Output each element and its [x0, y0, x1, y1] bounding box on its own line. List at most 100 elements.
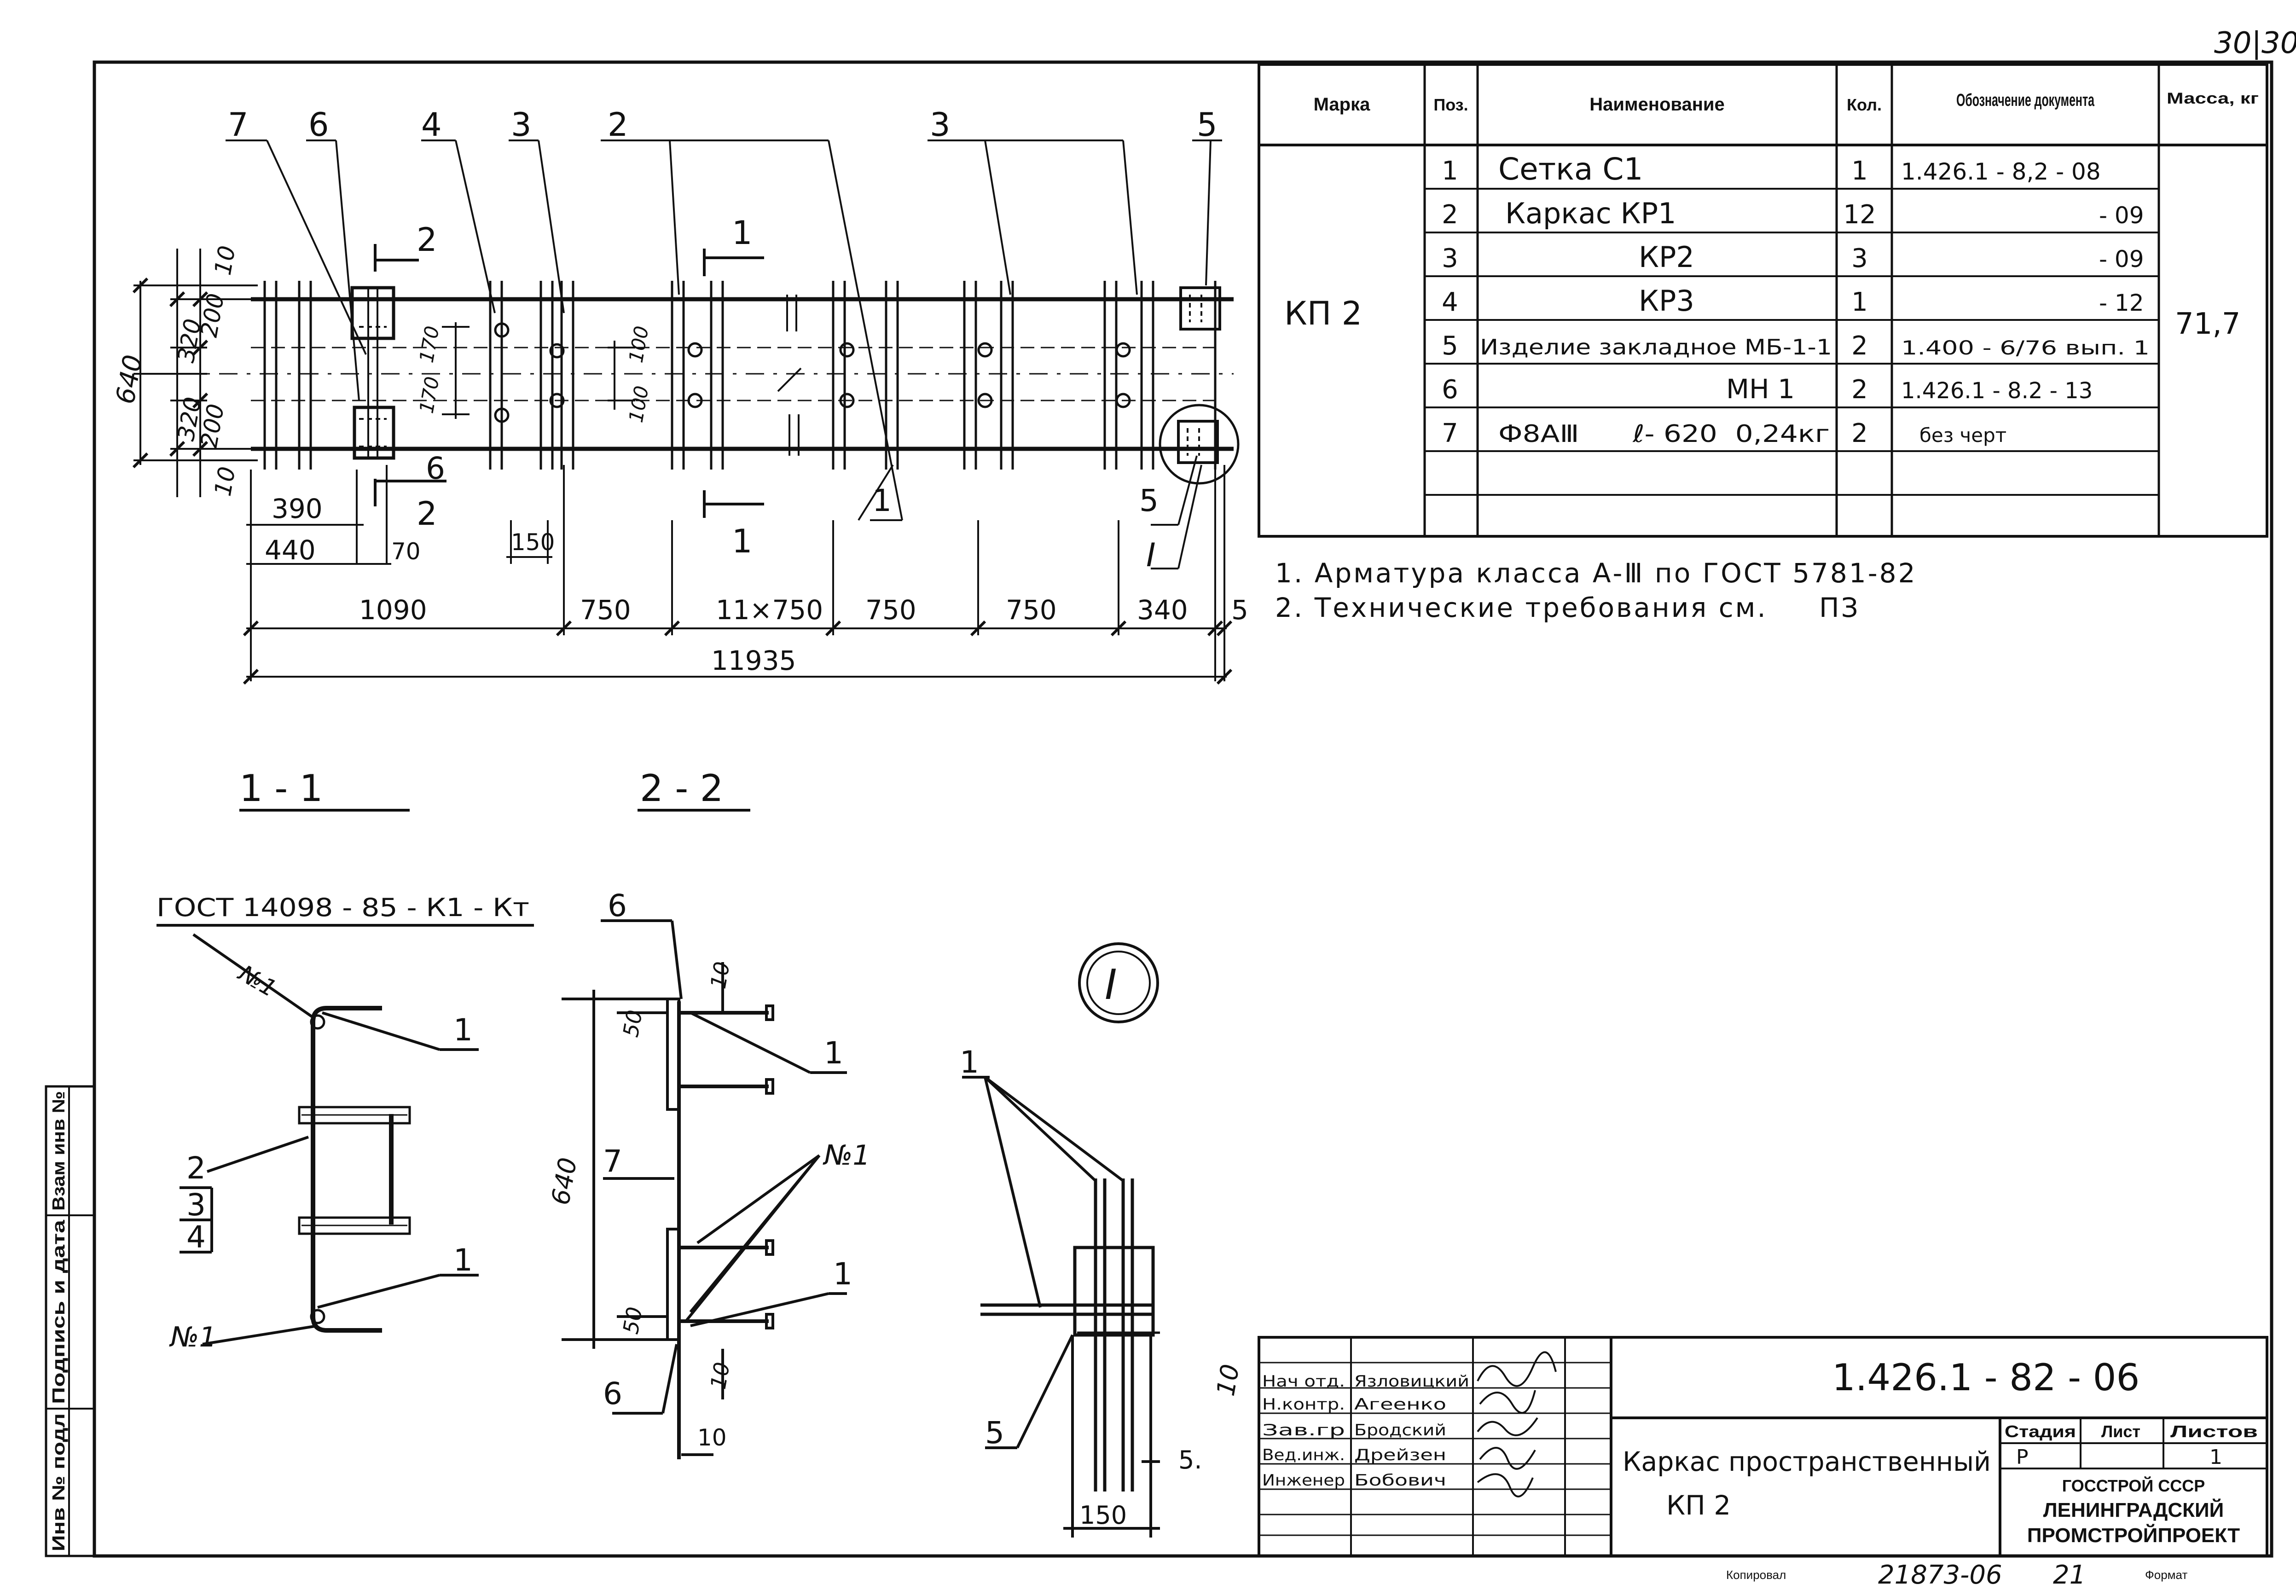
section-1-1: 1 - 1 ГОСТ 14098 - 85 - К1 - Кт №1 — [157, 767, 534, 1353]
row-1-name: Сетка С1 — [1498, 151, 1643, 187]
dim-5: 5 — [1231, 594, 1248, 626]
row-6-qty: 2 — [1851, 375, 1868, 405]
callout-3b: 3 — [930, 106, 951, 144]
row-3-doc: - 09 — [2099, 246, 2144, 273]
org-line2: ЛЕНИНГРАДСКИЙ — [2043, 1498, 2224, 1521]
row-4-qty: 1 — [1851, 287, 1868, 317]
header-qty: Кол. — [1847, 95, 1882, 114]
s1-label-3: 3 — [186, 1187, 206, 1223]
staff-role-2: Н.контр. — [1262, 1395, 1345, 1414]
callout-4: 4 — [421, 106, 442, 144]
dim-340: 340 — [1137, 594, 1188, 626]
org-line3: ПРОМСТРОЙПРОЕКТ — [2027, 1523, 2240, 1547]
row-3-pos: 3 — [1442, 244, 1458, 273]
spec-headers: Марка Поз. Наименование Кол. Обозначение… — [1314, 90, 2259, 115]
specification-table — [1258, 63, 2268, 538]
footer: Копировал 21873-06 21 Формат — [1726, 1560, 2187, 1590]
staff-role-4: Вед.инж. — [1262, 1446, 1345, 1464]
dim-1090: 1090 — [359, 594, 427, 626]
s2-label-10-top: 10 — [706, 960, 735, 991]
callout-2: 2 — [608, 106, 628, 144]
row-1-qty: 1 — [1851, 156, 1868, 186]
s2-label-6-top: 6 — [608, 888, 627, 923]
header-name: Наименование — [1589, 94, 1724, 115]
note-2: 2. Технические требования см. ПЗ — [1275, 592, 1860, 623]
staff-name-2: Агеенко — [1354, 1395, 1446, 1414]
row-7-name: Ф8АⅢ ℓ- 620 0,24кг — [1498, 420, 1830, 448]
notes: 1. Арматура класса А-Ⅲ по ГОСТ 5781-82 2… — [1275, 557, 1917, 623]
spec-rows: КП 2 71,7 1 Сетка С1 1 1.426.1 - 8,2 - 0… — [1284, 151, 2241, 448]
leader-5: 5 — [1139, 483, 1159, 518]
staff-name-5: Бобович — [1354, 1471, 1446, 1490]
s1-label-1-bottom: 1 — [453, 1242, 473, 1278]
detail-label-5: 5 — [985, 1415, 1004, 1451]
leader-6: 6 — [426, 451, 445, 486]
footer-number: 21873-06 — [1878, 1560, 2002, 1590]
callout-6: 6 — [308, 106, 329, 144]
leader-detail-I: Ⅰ — [1146, 536, 1156, 574]
note-1: 1. Арматура класса А-Ⅲ по ГОСТ 5781-82 — [1275, 557, 1917, 589]
dim-70: 70 — [391, 538, 421, 565]
dim-150: 150 — [511, 529, 555, 556]
s2-label-50-bottom: 50 — [618, 1305, 647, 1336]
dim-100-bottom: 100 — [625, 384, 653, 424]
stamp-replacement: Взам инв № — [49, 1091, 69, 1211]
s2-label-10-base: 10 — [697, 1424, 727, 1451]
dim-750-b: 750 — [865, 594, 916, 626]
row-2-pos: 2 — [1442, 200, 1458, 230]
detail-I: Ⅰ 1 5 10 150 5. — [960, 942, 1245, 1538]
row-5-qty: 2 — [1851, 331, 1868, 361]
staff-name-1: Язловицкий — [1354, 1372, 1469, 1391]
section-mark-2-bottom: 2 — [417, 495, 437, 533]
footer-page: 21 — [2053, 1560, 2086, 1590]
sheets-value: 1 — [2209, 1445, 2222, 1469]
row-7-doc: без черт — [1919, 424, 2006, 447]
gost-callout: ГОСТ 14098 - 85 - К1 - Кт — [157, 893, 529, 922]
section-mark-1-top: 1 — [732, 214, 753, 252]
row-4-doc: - 12 — [2099, 290, 2144, 316]
detail-label-150: 150 — [1079, 1501, 1127, 1530]
stamp-original: Инв № подл — [49, 1413, 69, 1551]
footer-copied: Копировал — [1726, 1568, 1786, 1582]
detail-label-5-dot: 5. — [1178, 1445, 1202, 1474]
dim-height-640: 640 — [110, 353, 149, 406]
header-doc: Обозначение документа — [1956, 91, 2095, 110]
s2-label-10-bottom: 10 — [706, 1360, 735, 1391]
s2-label-640: 640 — [546, 1155, 583, 1207]
section-title-1-1: 1 - 1 — [239, 767, 323, 810]
staff-role-1: Нач отд. — [1262, 1372, 1345, 1391]
row-5-doc: 1.400 - 6/76 вып. 1 — [1901, 337, 2150, 359]
dim-750-c: 750 — [1006, 594, 1057, 626]
section-title-2-2: 2 - 2 — [640, 767, 724, 810]
row-7-qty: 2 — [1851, 418, 1868, 448]
stage-label: Стадия — [2005, 1422, 2076, 1441]
section-mark-1-bottom: 1 — [732, 522, 753, 560]
footer-format: Формат — [2145, 1568, 2187, 1582]
row-6-doc: 1.426.1 - 8.2 - 13 — [1901, 378, 2093, 404]
row-2-name: Каркас КР1 — [1505, 197, 1676, 230]
plan-labels: 7 6 4 3 2 3 5 2 1 2 1 10 200 320 640 320… — [110, 106, 1248, 676]
s2-label-1-top: 1 — [824, 1035, 843, 1071]
plan-view — [132, 139, 1240, 685]
dim-height-10-top: 10 — [209, 244, 241, 277]
sheets-label: Листов — [2170, 1422, 2258, 1441]
s2-label-6-bottom: 6 — [603, 1376, 622, 1411]
spec-mass: 71,7 — [2175, 307, 2241, 341]
s1-label-n1-bottom: №1 — [169, 1321, 217, 1353]
leader-1: 1 — [872, 483, 892, 518]
row-4-name: КР3 — [1639, 284, 1694, 318]
row-2-doc: - 09 — [2099, 202, 2144, 229]
staff-name-3: Бродский — [1354, 1421, 1446, 1439]
sheet-number: 30|30 — [2214, 26, 2296, 60]
doc-title-line2: КП 2 — [1666, 1490, 1731, 1521]
detail-label-10: 10 — [1211, 1362, 1245, 1399]
s1-label-1-top: 1 — [453, 1012, 473, 1048]
callout-3: 3 — [511, 106, 532, 144]
row-6-name: МН 1 — [1726, 373, 1795, 405]
side-stamp: Взам инв № Подпись и дата Инв № подл — [45, 1085, 96, 1557]
row-2-qty: 12 — [1843, 200, 1876, 230]
row-3-qty: 3 — [1851, 244, 1868, 273]
stamp-signature: Подпись и дата — [49, 1219, 69, 1404]
dim-170-bottom: 170 — [415, 375, 444, 415]
